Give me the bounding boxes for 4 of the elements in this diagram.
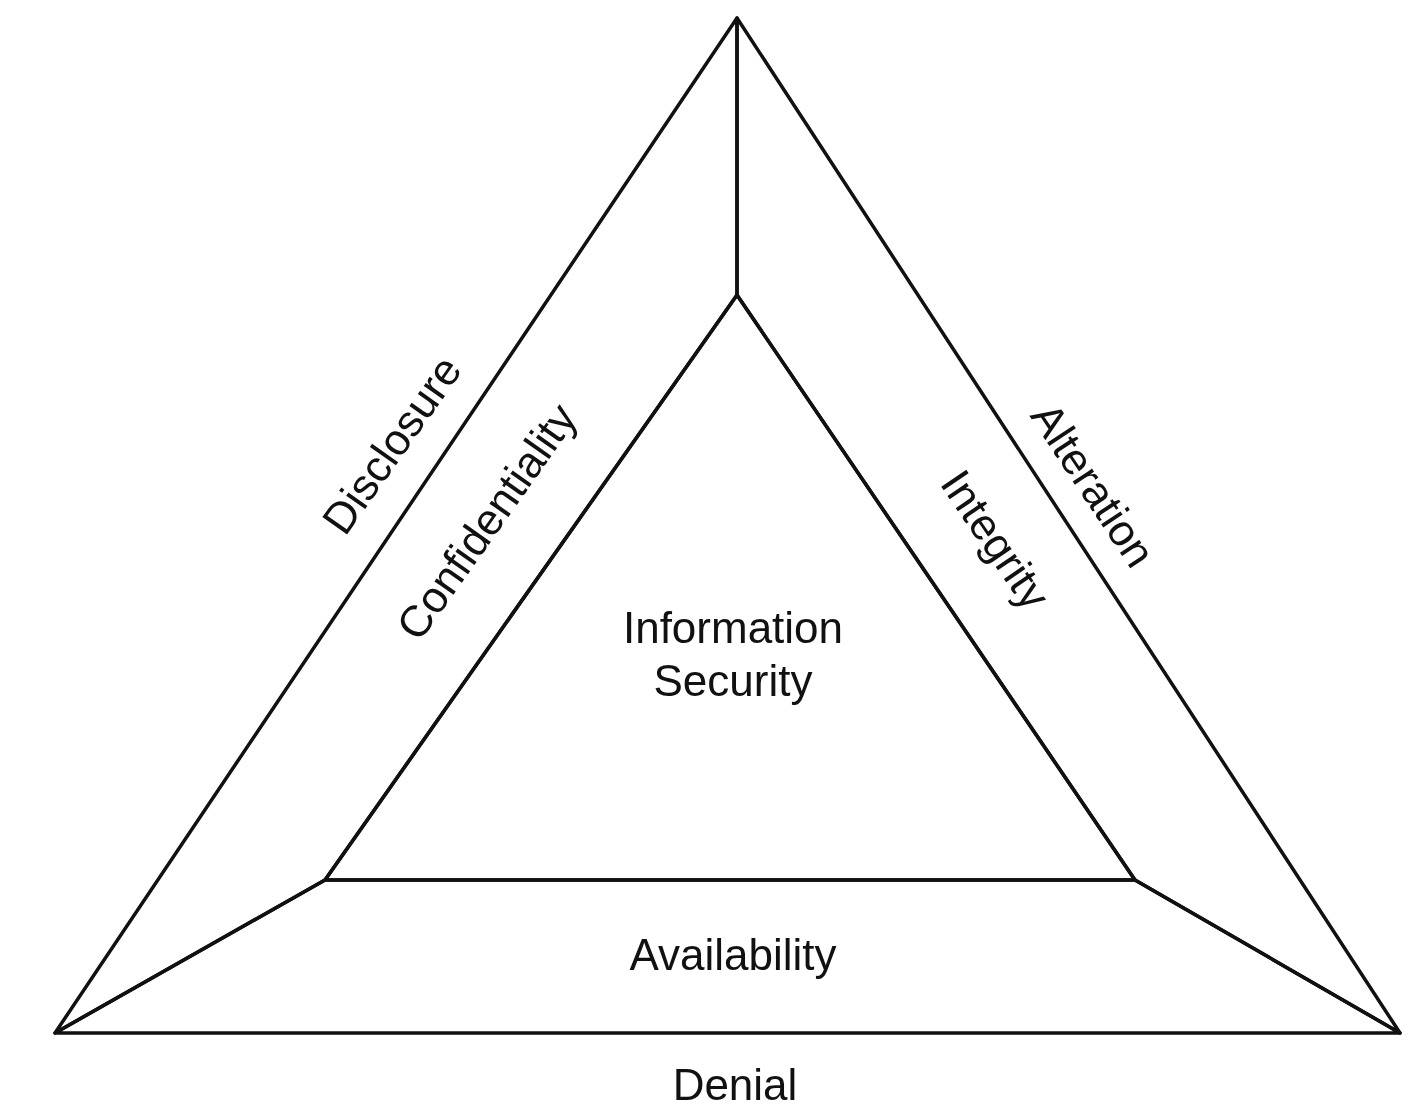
center-label: Information Security bbox=[621, 602, 845, 707]
band-label: Availability bbox=[628, 928, 838, 981]
side-label: Denial bbox=[672, 1060, 798, 1110]
trapezoid-band bbox=[55, 880, 1400, 1033]
